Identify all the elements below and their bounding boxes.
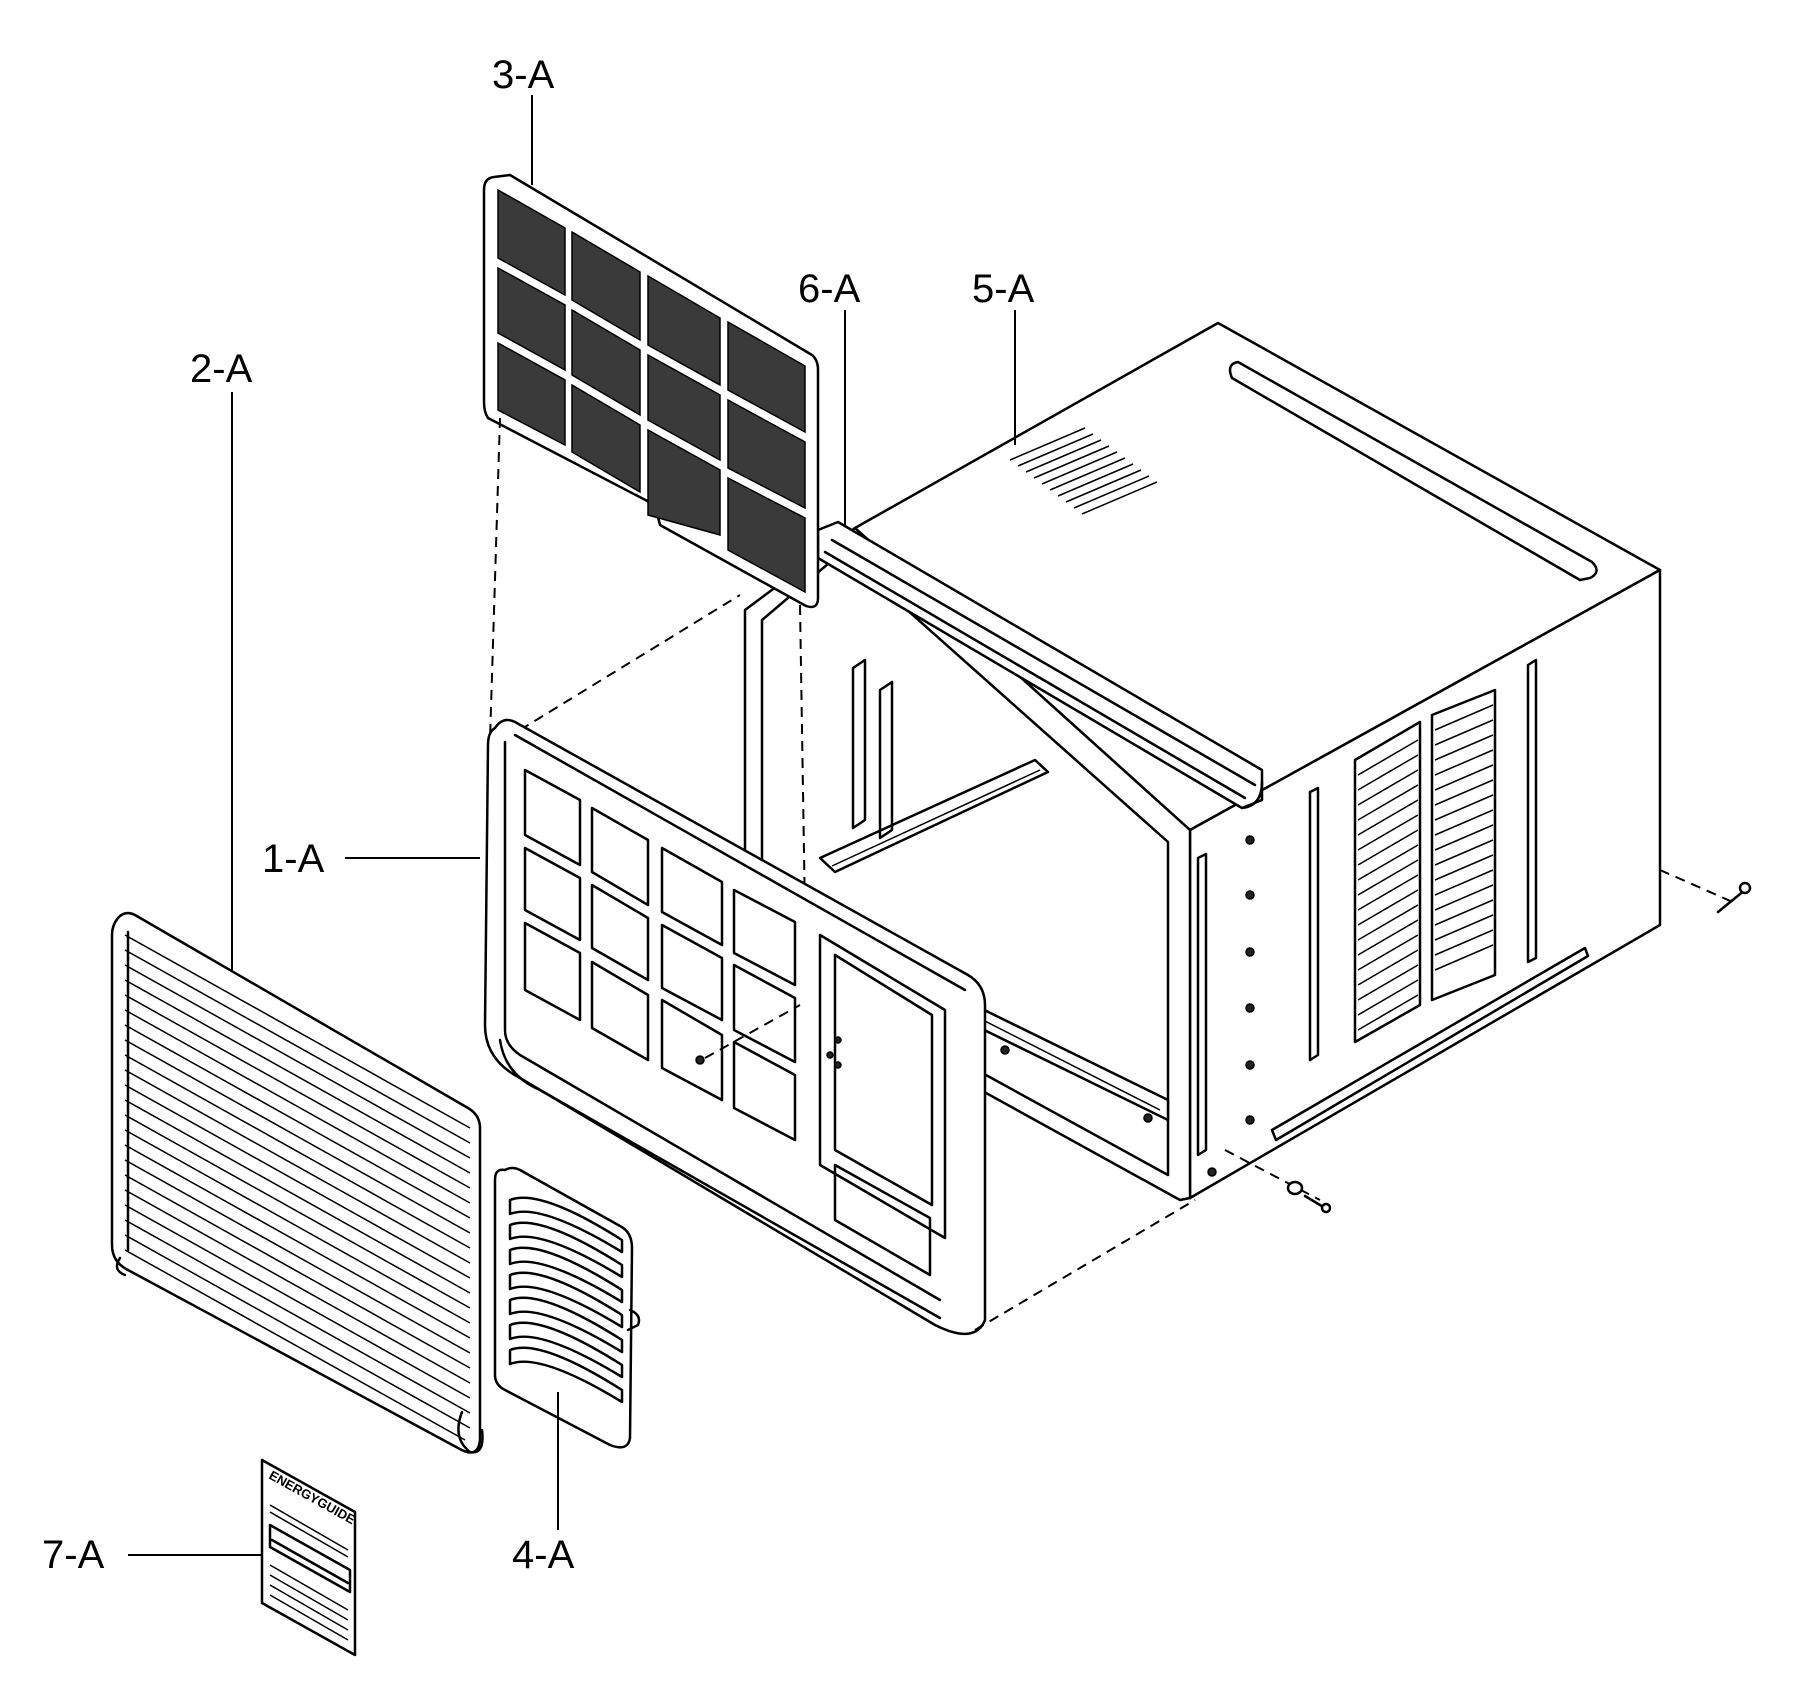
filter-3a [482, 173, 820, 609]
cabinet-holes [1207, 835, 1255, 1177]
filter-mesh [497, 188, 806, 594]
callout-leaders [128, 95, 1016, 1556]
front-panel-1a [483, 718, 987, 1336]
cabinet-5a [743, 321, 1752, 1214]
front-grille-2a [110, 911, 484, 1454]
callout-1a: 1-A [262, 837, 325, 881]
side-louvers [1353, 688, 1497, 1044]
callout-4a: 4-A [512, 1533, 575, 1577]
front-panel-grid [523, 768, 797, 1142]
callout-5a: 5-A [972, 267, 1035, 311]
cabinet-screws [1224, 869, 1752, 1214]
callout-6a: 6-A [798, 267, 861, 311]
callout-3a: 3-A [492, 53, 555, 97]
filter-guide-lines [489, 417, 806, 916]
top-vent [1009, 427, 1158, 515]
callout-2a: 2-A [190, 347, 253, 391]
callout-7a: 7-A [42, 1533, 105, 1577]
control-panel-area [695, 933, 947, 1277]
louver-4a [493, 1166, 641, 1449]
energy-guide-label-7a: ENERGYGUIDE [260, 1458, 358, 1657]
